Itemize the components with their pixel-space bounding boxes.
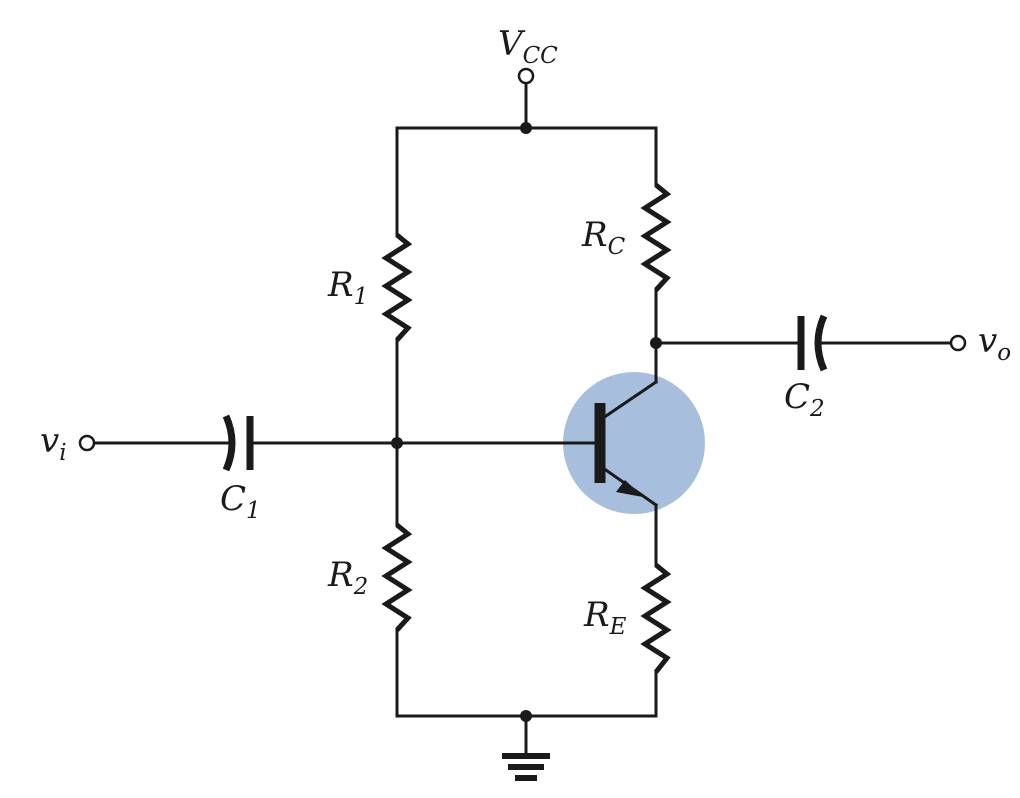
vo-label: vo [978,321,1011,366]
resistor-r1 [381,233,413,342]
resistor-re [640,563,672,674]
c1-label: C1 [220,479,261,524]
bottom-rail [395,628,658,718]
resistor-r2 [381,523,413,632]
re-label: RE [583,595,627,640]
emitter-arrow-icon [616,480,643,497]
vi-label: vi [40,421,67,466]
top-rail [395,126,658,237]
capacitor-c1-curved-plate [222,414,236,472]
rc-label: RC [581,215,626,260]
r2-label: R2 [327,555,368,600]
vcc-terminal [517,67,535,85]
vcc-junction-node [520,122,532,134]
c2-label: C2 [784,377,825,422]
base-junction-node [391,437,403,449]
output-terminal [949,334,967,352]
transistor-collector-lead [600,379,659,421]
ground-icon [502,753,550,781]
resistor-rc [640,183,672,292]
collector-junction-node [650,337,662,349]
vcc-label: VCC [498,24,558,69]
ground-junction-node [520,710,532,722]
r1-label: R1 [327,265,368,310]
input-terminal [78,434,96,452]
